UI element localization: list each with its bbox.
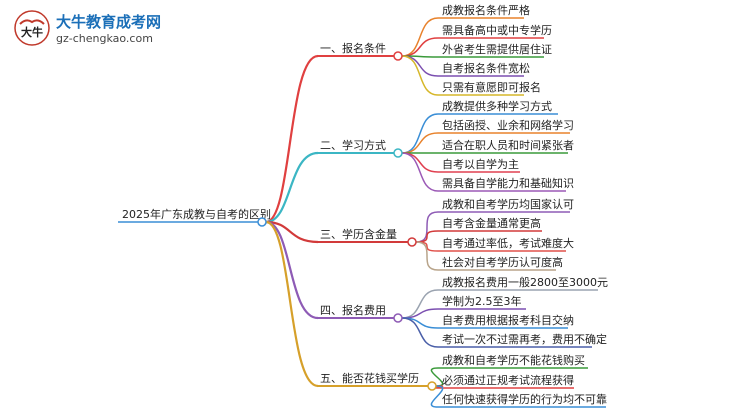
svg-text:大牛: 大牛: [21, 25, 43, 39]
leaf-label: 社会对自考学历认可度高: [442, 255, 563, 269]
leaf-label: 成教和自考学历均国家认可: [442, 197, 574, 211]
leaf-label: 只需有意愿即可报名: [442, 80, 541, 94]
branch-node-dot[interactable]: [427, 381, 437, 391]
leaf-connector: [401, 37, 439, 57]
leaf-label: 需具备自学能力和基础知识: [442, 176, 574, 190]
leaf-label: 任何快速获得学历的行为均不可靠: [442, 392, 607, 406]
leaf-label: 成教和自考学历不能花钱购买: [442, 353, 585, 367]
leaf-connector: [401, 55, 439, 77]
branch-connector: [265, 220, 319, 388]
leaf-label: 必须通过正规考试流程获得: [442, 373, 574, 387]
leaf-label: 考试一次不过需再考，费用不确定: [442, 332, 607, 346]
leaf-label: 成教报名费用一般2800至3000元: [442, 275, 608, 289]
root-node-dot[interactable]: [257, 217, 267, 227]
branch-connector: [265, 151, 319, 224]
logo-mark-icon: 大牛: [14, 10, 50, 46]
leaf-connector: [430, 385, 444, 408]
branch-label: 三、学历含金量: [320, 227, 397, 241]
connector-lines: [118, 17, 606, 408]
branch-node-dot[interactable]: [393, 313, 403, 323]
leaf-connector: [401, 132, 439, 154]
leaf-connector: [401, 152, 439, 192]
logo-url: gz-chengkao.com: [56, 32, 153, 45]
logo-title: 大牛教育成考网: [56, 13, 162, 31]
branch-label: 五、能否花钱买学历: [320, 371, 419, 385]
leaf-label: 适合在职人员和时间紧张者: [442, 138, 574, 152]
leaf-label: 外省考生需提供居住证: [442, 42, 552, 56]
leaf-label: 自考报名条件宽松: [442, 61, 530, 75]
branch-connector: [265, 54, 319, 224]
mind-map-nodes: 2025年广东成教与自考的区别 一、报名条件 成教报名条件严格需具备高中或中专学历外…: [122, 3, 608, 406]
branch-connector: [265, 220, 319, 244]
leaf-label: 自考含金量通常更高: [442, 216, 541, 230]
leaf-connector: [401, 152, 439, 173]
branch-node-dot[interactable]: [407, 237, 417, 247]
leaf-connector: [415, 241, 439, 271]
site-logo[interactable]: 大牛 大牛教育成考网 gz-chengkao.com: [6, 8, 206, 48]
branch-node-dot[interactable]: [393, 148, 403, 158]
branch-label: 四、报名费用: [320, 303, 386, 317]
root-label: 2025年广东成教与自考的区别: [122, 207, 271, 221]
leaf-label: 自考通过率低，考试难度大: [442, 236, 574, 250]
leaf-connector: [401, 317, 439, 348]
leaf-connector: [401, 55, 439, 96]
leaf-label: 需具备高中或中专学历: [442, 23, 552, 37]
leaf-label: 成教报名条件严格: [442, 3, 530, 17]
leaf-label: 自考以自学为主: [442, 157, 519, 171]
leaf-label: 自考费用根据报考科目交纳: [442, 313, 574, 327]
leaf-label: 包括函授、业余和网络学习: [442, 118, 574, 132]
leaf-connector: [401, 17, 439, 57]
leaf-label: 学制为2.5至3年: [442, 294, 522, 308]
branch-label: 二、学习方式: [320, 138, 386, 152]
branch-node-dot[interactable]: [393, 51, 403, 61]
branch-label: 一、报名条件: [320, 41, 386, 55]
leaf-label: 成教提供多种学习方式: [442, 99, 552, 113]
branch-connector: [265, 220, 319, 320]
